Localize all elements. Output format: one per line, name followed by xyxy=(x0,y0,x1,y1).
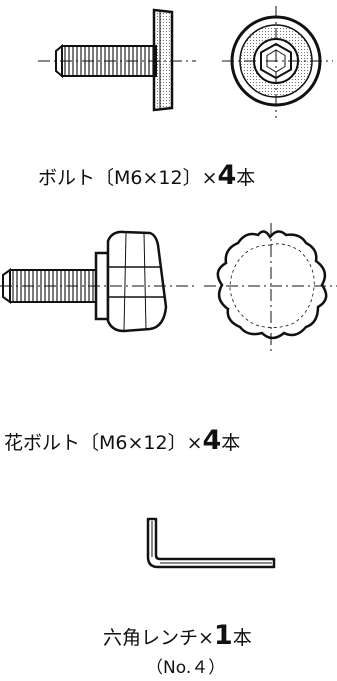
hex-wrench-size-note: （No.４） xyxy=(146,658,226,678)
knob-bolt-count: 4 xyxy=(202,425,222,456)
bolt-label: ボルト〔M6×12〕×4本 xyxy=(38,160,255,191)
hex-wrench-name: 六角レンチ× xyxy=(103,627,214,649)
hex-wrench-illustration xyxy=(146,517,276,569)
bolt-name: ボルト〔M6×12〕× xyxy=(38,167,218,189)
hex-wrench-label: 六角レンチ×1本 xyxy=(103,620,252,651)
knob-bolt-name: 花ボルト〔M6×12〕× xyxy=(4,432,203,454)
hex-wrench-count: 1 xyxy=(213,620,233,651)
bolt-unit: 本 xyxy=(236,167,256,189)
knob-bolt-illustration xyxy=(0,223,337,353)
knob-bolt-label: 花ボルト〔M6×12〕×4本 xyxy=(4,425,240,456)
bolt-count: 4 xyxy=(217,160,237,191)
hex-wrench-unit: 本 xyxy=(232,627,252,649)
bolt-illustration xyxy=(38,6,333,118)
knob-bolt-unit: 本 xyxy=(221,432,241,454)
